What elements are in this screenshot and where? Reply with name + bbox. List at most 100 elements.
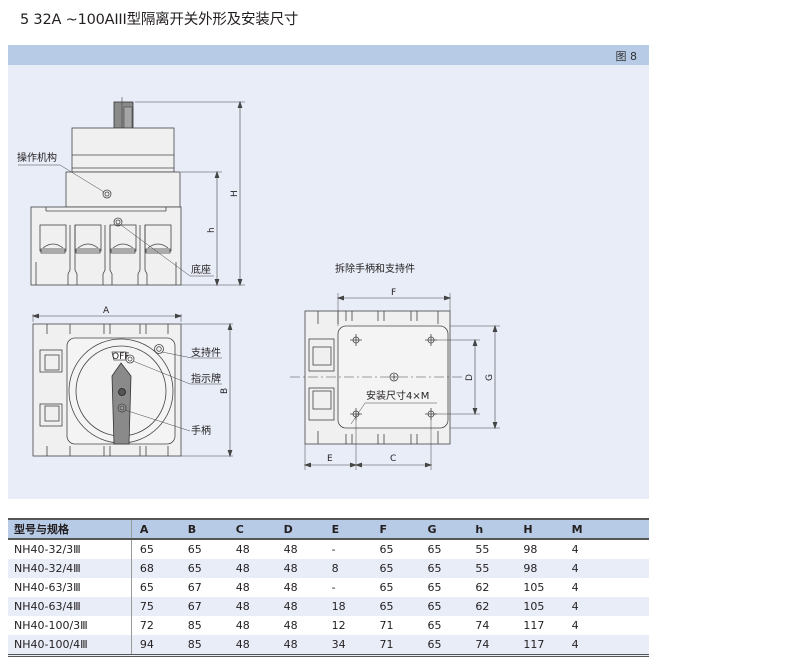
dim-label-D: D bbox=[465, 374, 475, 381]
cell-value: 48 bbox=[235, 581, 250, 594]
cell-model: NH40-32/4Ⅲ bbox=[8, 559, 132, 578]
cell-value: 48 bbox=[235, 619, 250, 632]
cell-value: 62 bbox=[467, 597, 516, 616]
cell-value: 34 bbox=[323, 635, 372, 656]
cell-value: 48 bbox=[283, 619, 298, 632]
cell-value: 94 bbox=[131, 635, 180, 656]
cell-model: NH40-100/3Ⅲ bbox=[8, 616, 132, 635]
cell-value: 65 bbox=[139, 581, 154, 594]
mounting-view bbox=[290, 293, 500, 470]
cell-value: 4 bbox=[563, 635, 649, 656]
cell-value: 4 bbox=[571, 581, 579, 594]
cell-value: 48 bbox=[275, 597, 324, 616]
col-header-C: C bbox=[227, 519, 276, 540]
cell-value: 4 bbox=[571, 619, 579, 632]
cell-model: NH40-63/4Ⅲ bbox=[8, 597, 132, 616]
dim-label-A: A bbox=[103, 306, 110, 316]
front-view bbox=[31, 313, 233, 458]
operating-mechanism-block bbox=[71, 127, 175, 173]
rotary-handle bbox=[111, 362, 132, 445]
cell-value: 85 bbox=[187, 619, 202, 632]
label-indicator: 指示牌 bbox=[191, 372, 221, 385]
support-screw bbox=[154, 344, 164, 354]
mechanism-screw bbox=[102, 189, 112, 199]
page-title: 5 32A ~100AIII型隔离开关外形及安装尺寸 bbox=[20, 12, 299, 28]
cell-value: 65 bbox=[427, 581, 442, 594]
label-off: OFF bbox=[112, 352, 129, 362]
cell-value: 65 bbox=[371, 597, 420, 616]
cell-value: 65 bbox=[139, 543, 154, 556]
dim-label-B: B bbox=[220, 388, 230, 394]
cell-value: 8 bbox=[323, 559, 372, 578]
cell-value: 48 bbox=[235, 543, 250, 556]
cell-value: 71 bbox=[379, 619, 394, 632]
cell-value: 18 bbox=[323, 597, 372, 616]
cell-value: 65 bbox=[427, 543, 442, 556]
cell-value: 74 bbox=[475, 619, 490, 632]
label-operating-mechanism: 操作机构 bbox=[17, 151, 57, 164]
label-base: 底座 bbox=[191, 263, 211, 276]
cell-value: 98 bbox=[523, 543, 538, 556]
cell-value: 62 bbox=[475, 581, 490, 594]
cell-value: 48 bbox=[275, 559, 324, 578]
dim-label-E: E bbox=[327, 454, 333, 464]
col-header-G: G bbox=[419, 519, 468, 540]
cell-value: 48 bbox=[283, 581, 298, 594]
label-mount-size: 安装尺寸4×M bbox=[366, 389, 429, 402]
col-header-B: B bbox=[179, 519, 228, 540]
dim-label-F: F bbox=[391, 288, 396, 298]
cell-model: NH40-100/4Ⅲ bbox=[8, 635, 132, 656]
cell-value: 55 bbox=[467, 559, 516, 578]
col-header-E: E bbox=[323, 519, 372, 540]
cell-value: 4 bbox=[563, 559, 649, 578]
cell-value: 72 bbox=[139, 619, 154, 632]
cell-value: 67 bbox=[187, 581, 202, 594]
col-header-F: F bbox=[371, 519, 420, 540]
cell-model: NH40-32/3Ⅲ bbox=[8, 539, 132, 559]
cell-value: 75 bbox=[131, 597, 180, 616]
cell-value: 65 bbox=[379, 543, 394, 556]
dim-label-h: h bbox=[207, 227, 217, 233]
cell-value: 65 bbox=[179, 559, 228, 578]
cell-value: 65 bbox=[371, 559, 420, 578]
col-header-h: h bbox=[467, 519, 516, 540]
figure-header: 图 8 bbox=[8, 45, 649, 65]
cell-value: 48 bbox=[275, 635, 324, 656]
dimension-drawing: 操作机构 底座 H h A B OFF 支持件 指示牌 手柄 拆除手柄和支持件 … bbox=[17, 97, 500, 470]
terminals bbox=[35, 224, 177, 285]
label-handle: 手柄 bbox=[191, 424, 211, 437]
cell-value: 4 bbox=[563, 597, 649, 616]
cell-value: 71 bbox=[371, 635, 420, 656]
cell-value: 98 bbox=[515, 559, 564, 578]
table-header-row: 型号与规格 A B C D E F G h H M bbox=[8, 519, 649, 540]
label-removed-note: 拆除手柄和支持件 bbox=[335, 262, 415, 275]
col-header-A: A bbox=[131, 519, 180, 540]
cell-value: 48 bbox=[227, 635, 276, 656]
cell-value: 65 bbox=[187, 543, 202, 556]
label-support: 支持件 bbox=[191, 346, 221, 359]
cell-value: 67 bbox=[179, 597, 228, 616]
cell-value: 65 bbox=[427, 619, 442, 632]
cell-value: 4 bbox=[571, 543, 579, 556]
cell-value: 65 bbox=[419, 559, 468, 578]
cell-value: 48 bbox=[283, 543, 298, 556]
cell-value: - bbox=[331, 581, 336, 594]
figure-label: 图 8 bbox=[615, 50, 638, 63]
cell-value: 74 bbox=[467, 635, 516, 656]
dim-label-H: H bbox=[230, 190, 240, 197]
cell-value: 117 bbox=[523, 619, 545, 632]
cell-value: 105 bbox=[515, 597, 564, 616]
cell-value: 117 bbox=[515, 635, 564, 656]
cell-model: NH40-63/3Ⅲ bbox=[8, 578, 132, 597]
col-header-M: M bbox=[563, 519, 649, 540]
dim-label-C: C bbox=[390, 454, 396, 464]
col-header-model: 型号与规格 bbox=[8, 519, 132, 540]
cell-value: 68 bbox=[131, 559, 180, 578]
